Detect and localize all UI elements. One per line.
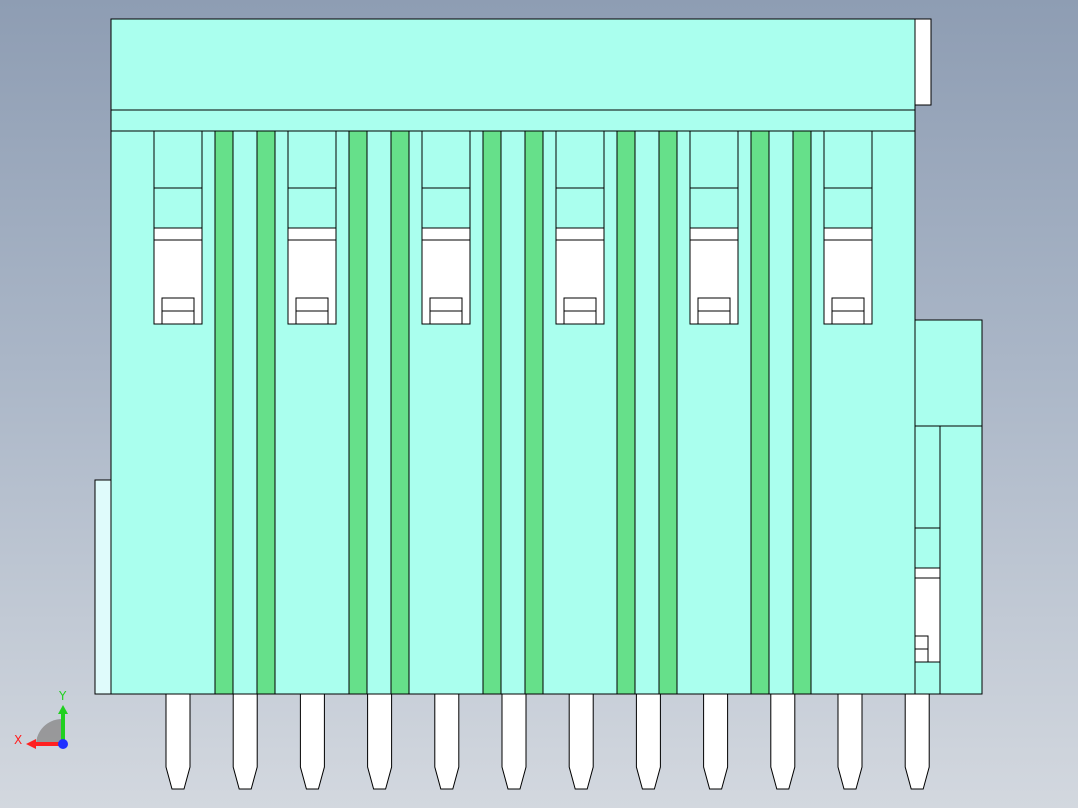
rib (214, 130, 234, 695)
rib (482, 130, 502, 695)
latch-slot-group (153, 130, 873, 325)
rib (348, 130, 368, 695)
z-axis-dot (58, 739, 68, 749)
pin (299, 693, 325, 790)
pin (434, 693, 460, 790)
side-latch-block (914, 319, 983, 695)
housing-top-flange (110, 18, 916, 111)
connector-housing[interactable] (94, 18, 932, 695)
rib (750, 130, 770, 695)
pin (635, 693, 661, 790)
rib-group (214, 130, 812, 695)
axis-triad: Y X (14, 689, 68, 749)
rib (256, 130, 276, 695)
pin (837, 693, 863, 790)
left-tab (94, 479, 113, 695)
rib (792, 130, 812, 695)
rib (658, 130, 678, 695)
pin (904, 693, 930, 790)
pin (367, 693, 393, 790)
y-axis-label: Y (58, 689, 67, 703)
latch-slot (689, 130, 739, 325)
x-axis-label: X (14, 733, 22, 747)
latch-slot (421, 130, 471, 325)
x-axis-arrowhead (26, 739, 36, 749)
pin (568, 693, 594, 790)
pin (232, 693, 258, 790)
top-right-tab (914, 18, 932, 106)
latch-slot (823, 130, 873, 325)
y-axis-arrowhead (58, 705, 68, 714)
pin (501, 693, 527, 790)
triad-quadrant (36, 719, 62, 745)
latch-slot (287, 130, 337, 325)
housing-body (110, 109, 916, 695)
latch-slot (153, 130, 203, 325)
pin (703, 693, 729, 790)
rib (524, 130, 544, 695)
latch-slot (555, 130, 605, 325)
rib (616, 130, 636, 695)
pin (770, 693, 796, 790)
pin (165, 693, 191, 790)
rib (390, 130, 410, 695)
pin-group (165, 693, 930, 790)
